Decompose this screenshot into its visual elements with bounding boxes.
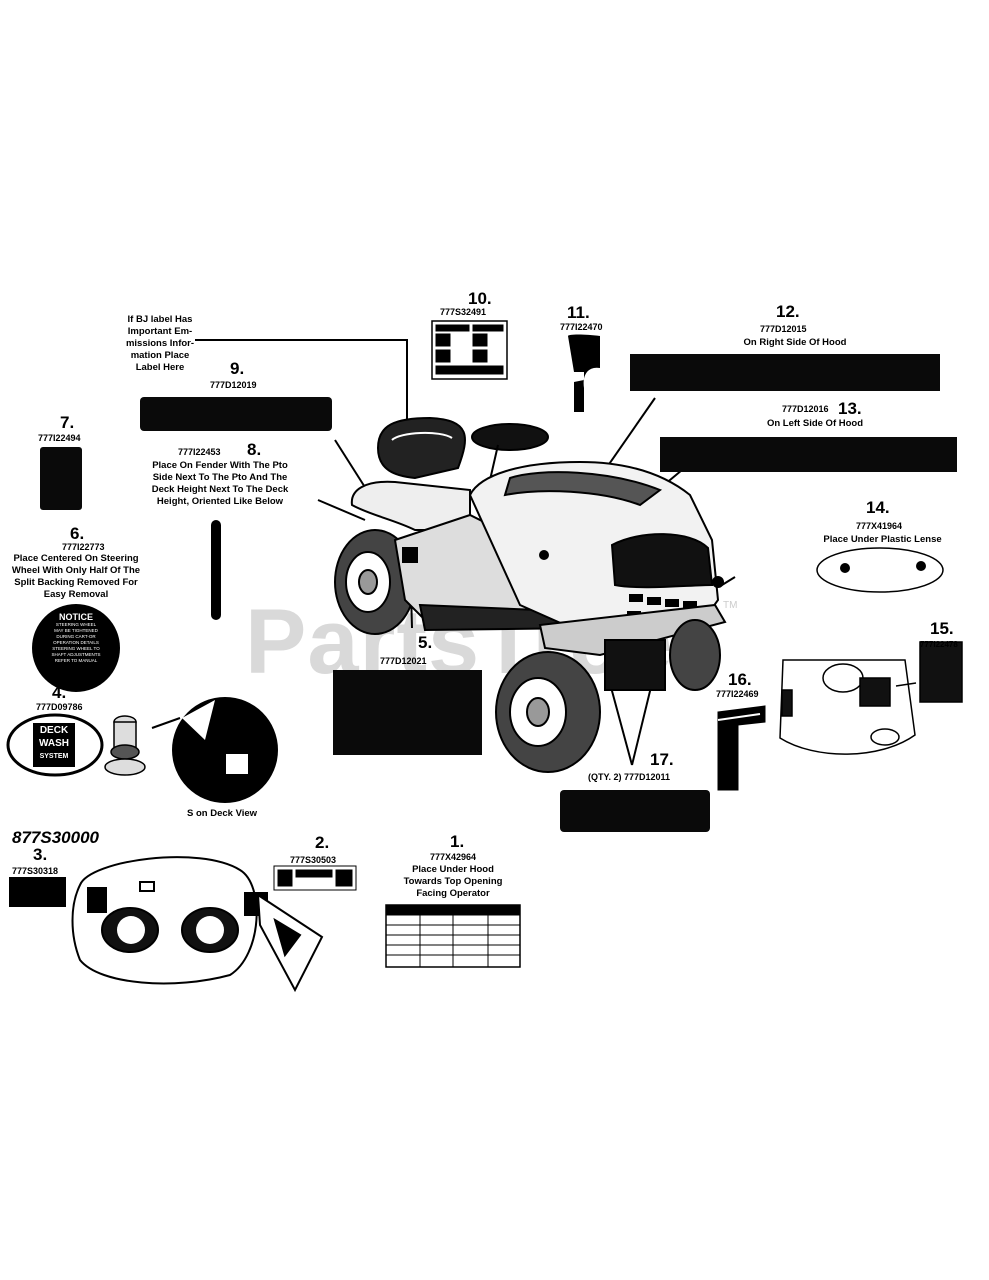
item-9-note-line: mation Place: [130, 350, 190, 361]
label-11-art: [568, 334, 600, 412]
leader-4: [151, 717, 181, 729]
label-17-block: [560, 790, 710, 832]
label-12-block: [630, 354, 940, 391]
watermark-trademark: TM: [723, 600, 738, 611]
label-3-art: [9, 856, 324, 993]
item-6-number: 6.: [70, 524, 85, 543]
item-8-note-line: Place On Fender With The Pto: [152, 460, 288, 471]
item-6-part: 777I22773: [62, 542, 105, 552]
label-6-art: [32, 604, 120, 692]
leader-8: [317, 499, 366, 521]
label-10-art: [431, 320, 508, 380]
item-5-part: 777D12021: [380, 656, 427, 666]
deck-wash-line2: WASH: [39, 738, 69, 749]
item-9-note: If BJ label Has Important Em- missions I…: [110, 314, 210, 374]
item-1-note-line: Facing Operator: [416, 888, 490, 899]
item-9-note-line: If BJ label Has: [127, 314, 193, 325]
label-7-block: [40, 447, 82, 510]
item-12-part: 777D12015: [760, 324, 807, 334]
item-3-number: 3.: [33, 845, 48, 864]
item-17-part: (QTY. 2) 777D12011: [588, 772, 671, 782]
item-14-part: 777X41964: [856, 521, 903, 531]
item-2-part: 777S30503: [290, 855, 337, 865]
item-11-number: 11.: [567, 303, 590, 322]
label-1-art: [385, 904, 521, 968]
item-8-part: 777I22453: [178, 447, 221, 457]
item-6-note-line: Place Centered On Steering: [13, 553, 139, 564]
label-9-block: [140, 397, 332, 431]
notice-label: NOTICE STEERING WHEEL MAY BE TIGHTENED D…: [40, 612, 112, 664]
item-15-part: 777I22478: [920, 640, 958, 649]
item-6-note: Place Centered On Steering Wheel With On…: [0, 553, 152, 601]
item-17-number: 17.: [650, 750, 674, 769]
label-5-block: [333, 670, 482, 755]
model-number: 877S30000: [12, 828, 99, 847]
notice-line: DURING CART-OR: [56, 634, 96, 639]
item-4-number: 4.: [52, 683, 67, 702]
notice-line: SHAFT ADJUSTMENTS: [51, 652, 101, 657]
item-10-number: 10.: [468, 289, 492, 308]
item-13-number: 13.: [838, 399, 862, 418]
deck-wash-line1: DECK: [39, 725, 69, 736]
item-8-number: 8.: [247, 440, 262, 459]
item-8-note-line: Deck Height Next To The Deck: [151, 484, 289, 495]
notice-line: STEERING WHEEL TO: [52, 646, 100, 651]
deck-wash-line3: SYSTEM: [39, 753, 69, 760]
label-2-art: [273, 865, 357, 891]
notice-line: REFER TO MANUAL: [54, 658, 98, 663]
item-13-note: On Left Side Of Hood: [766, 418, 864, 429]
label-16-art: [717, 705, 766, 791]
item-1-number: 1.: [450, 832, 465, 851]
item-14-number: 14.: [866, 498, 890, 517]
notice-line: MAY BE TIGHTENED: [54, 628, 98, 633]
item-13-part: 777D12016: [782, 404, 829, 414]
item-8-note-line: Height, Oriented Like Below: [156, 496, 284, 507]
item-1-note-line: Place Under Hood: [412, 864, 494, 875]
item-2-number: 2.: [315, 833, 330, 852]
leader-9: [195, 339, 408, 440]
item-3-part: 777S30318: [12, 866, 59, 876]
item-14-note: Place Under Plastic Lense: [823, 534, 942, 545]
item-6-note-line: Easy Removal: [43, 589, 109, 600]
label-14-art: [816, 547, 944, 593]
item-16-number: 16.: [728, 670, 752, 689]
notice-line: STEERING WHEEL: [55, 622, 97, 627]
notice-line: OPERATION DETAILS: [53, 640, 99, 645]
tractor-illustration: [334, 416, 727, 773]
leader-9b: [334, 439, 369, 493]
item-7-number: 7.: [60, 413, 75, 432]
item-11-part: 777I22470: [560, 322, 603, 332]
label-8-art: [211, 520, 221, 620]
label-13-block: [660, 437, 957, 472]
item-5-number: 5.: [418, 633, 433, 652]
item-12-number: 12.: [776, 302, 800, 321]
item-1-note: Place Under Hood Towards Top Opening Fac…: [378, 864, 528, 900]
label-4-art: [6, 697, 278, 803]
item-12-note: On Right Side Of Hood: [743, 337, 847, 348]
item-9-note-line: Important Em-: [127, 326, 193, 337]
item-16-part: 777I22469: [716, 689, 759, 699]
item-15-number: 15.: [930, 619, 954, 638]
item-6-note-line: Wheel With Only Half Of The: [11, 565, 141, 576]
deck-view-caption: S on Deck View: [187, 808, 258, 819]
label-15-art: [779, 641, 963, 755]
deck-wash-label: DECK WASH SYSTEM: [33, 724, 75, 763]
item-9-note-line: Label Here: [135, 362, 185, 373]
item-1-note-line: Towards Top Opening: [403, 876, 503, 887]
item-9-note-line: missions Infor-: [125, 338, 195, 349]
item-4-part: 777D09786: [36, 702, 83, 712]
item-8-note: Place On Fender With The Pto Side Next T…: [140, 460, 300, 508]
item-9-part: 777D12019: [210, 380, 257, 390]
leader-14: [721, 576, 736, 586]
item-9-number: 9.: [230, 359, 245, 378]
item-7-part: 777I22494: [38, 433, 81, 443]
item-10-part: 777S32491: [440, 307, 487, 317]
item-6-note-line: Split Backing Removed For: [14, 577, 138, 588]
item-8-note-line: Side Next To The Pto And The: [152, 472, 288, 483]
notice-title: NOTICE: [58, 612, 93, 622]
item-1-part: 777X42964: [430, 852, 477, 862]
